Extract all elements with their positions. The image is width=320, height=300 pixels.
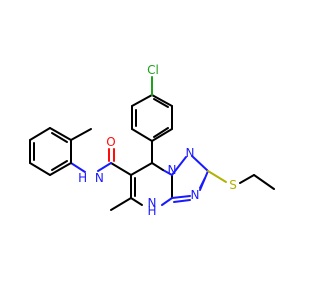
- ring-nh-nitrogen-label: N: [148, 196, 157, 210]
- c-s-bond: [207, 170, 227, 183]
- s-ch2-bond: [239, 174, 255, 184]
- triazole-ring: [171, 155, 209, 203]
- triazole-n4-label: N: [191, 188, 200, 202]
- oxygen-label: O: [106, 135, 115, 149]
- n-tolyl-bond: [70, 162, 86, 173]
- tolyl-ring: [29, 127, 72, 176]
- carbonyl-n-bond: [97, 162, 112, 172]
- c6-carbonyl-bond: [110, 162, 132, 176]
- bridge-nitrogen-label: N: [168, 163, 177, 177]
- molecule-structure: Cl O H N N N N N H S: [29, 63, 275, 218]
- ring-nh-hydrogen-label: H: [147, 204, 156, 218]
- sulfur-label: S: [229, 178, 237, 192]
- ethyl-bond: [253, 174, 275, 190]
- dihydropyrimidine-ring: [130, 162, 173, 206]
- chlorophenyl-ring: [131, 94, 173, 142]
- amide-nh-label: H N: [78, 171, 104, 185]
- triazole-n2-label: N: [186, 146, 195, 160]
- methyl-bond: [110, 197, 132, 211]
- tolyl-methyl-bond: [70, 128, 92, 141]
- chlorine-label: Cl: [147, 63, 159, 77]
